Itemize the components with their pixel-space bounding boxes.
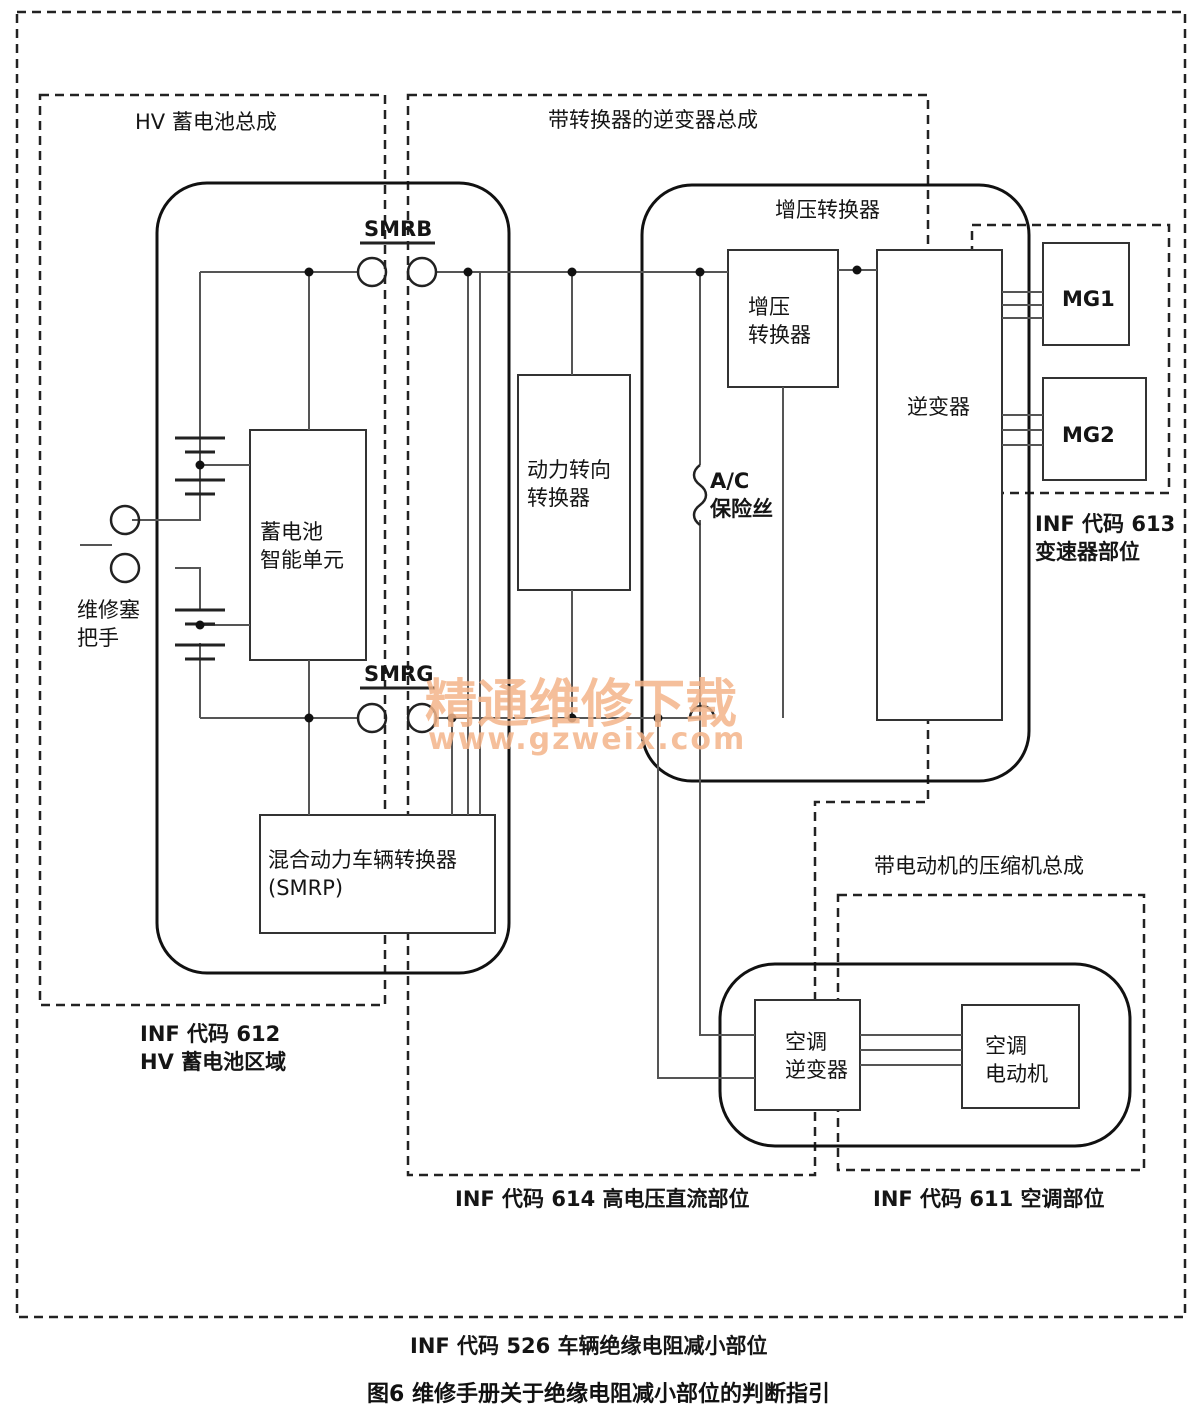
inverter-box <box>876 249 1003 721</box>
inf-code-613-label: INF 代码 613 变速器部位 <box>1035 512 1176 564</box>
inverter-assembly-label: 带转换器的逆变器总成 <box>548 108 758 132</box>
boost-converter-group-label: 增压转换器 <box>775 198 880 222</box>
hv-battery-assembly-label: HV 蓄电池总成 <box>135 110 277 134</box>
smrg-label: SMRG <box>364 662 434 686</box>
region-612-outline <box>38 93 387 1007</box>
smrg-contact-left <box>356 702 388 734</box>
wire-crossover <box>688 704 716 719</box>
ac-fuse-symbol <box>692 464 708 526</box>
power-steering-converter-label: 动力转向 转换器 <box>527 458 611 510</box>
smrb-contact-right <box>406 256 438 288</box>
ac-motor-box <box>961 1004 1080 1109</box>
smrb-contact-left <box>356 256 388 288</box>
compressor-assembly-box <box>718 962 1132 1148</box>
inverter-label: 逆变器 <box>907 395 970 419</box>
boost-converter-label: 增压 转换器 <box>748 295 811 347</box>
inf-code-611-label: INF 代码 611 空调部位 <box>873 1187 1105 1211</box>
smrp-box <box>259 814 496 934</box>
inf-code-526-label: INF 代码 526 车辆绝缘电阻减小部位 <box>410 1334 768 1358</box>
wiring-diagram <box>15 10 1187 1319</box>
boost-inverter-assembly-box <box>640 183 1031 783</box>
ac-motor-label: 空调 电动机 <box>985 1034 1048 1086</box>
power-steering-converter-box <box>517 374 631 591</box>
mg1-box <box>1042 242 1130 346</box>
region-614-outline <box>406 93 930 1177</box>
service-plug-contact-top <box>109 504 141 536</box>
service-plug-contact-bottom <box>109 552 141 584</box>
mg2-box <box>1042 377 1147 481</box>
ac-inverter-label: 空调 逆变器 <box>785 1030 848 1082</box>
smrg-contact-right <box>406 702 438 734</box>
battery-smart-unit-label: 蓄电池 智能单元 <box>260 520 344 572</box>
service-plug-label: 维修塞 把手 <box>77 598 140 650</box>
figure-caption: 图6 维修手册关于绝缘电阻减小部位的判断指引 <box>367 1382 830 1407</box>
inf-code-612-label: INF 代码 612 HV 蓄电池区域 <box>140 1022 287 1074</box>
ac-inverter-box <box>754 999 861 1111</box>
region-526-outline <box>15 10 1187 1319</box>
mg2-label: MG2 <box>1062 423 1115 447</box>
mg1-label: MG1 <box>1062 287 1115 311</box>
battery-smart-unit-box <box>249 429 367 661</box>
compressor-assembly-label: 带电动机的压缩机总成 <box>874 854 1084 878</box>
smrp-label: 混合动力车辆转换器 (SMRP) <box>268 848 457 900</box>
watermark-url: www.gzweix.com <box>428 722 747 757</box>
ac-fuse-label: A/C 保险丝 <box>710 469 773 521</box>
inf-code-614-label: INF 代码 614 高电压直流部位 <box>455 1187 750 1211</box>
smrb-label: SMRB <box>364 217 433 241</box>
watermark-title: 精通维修下载 <box>425 675 738 735</box>
hv-battery-assembly-box <box>155 181 511 975</box>
